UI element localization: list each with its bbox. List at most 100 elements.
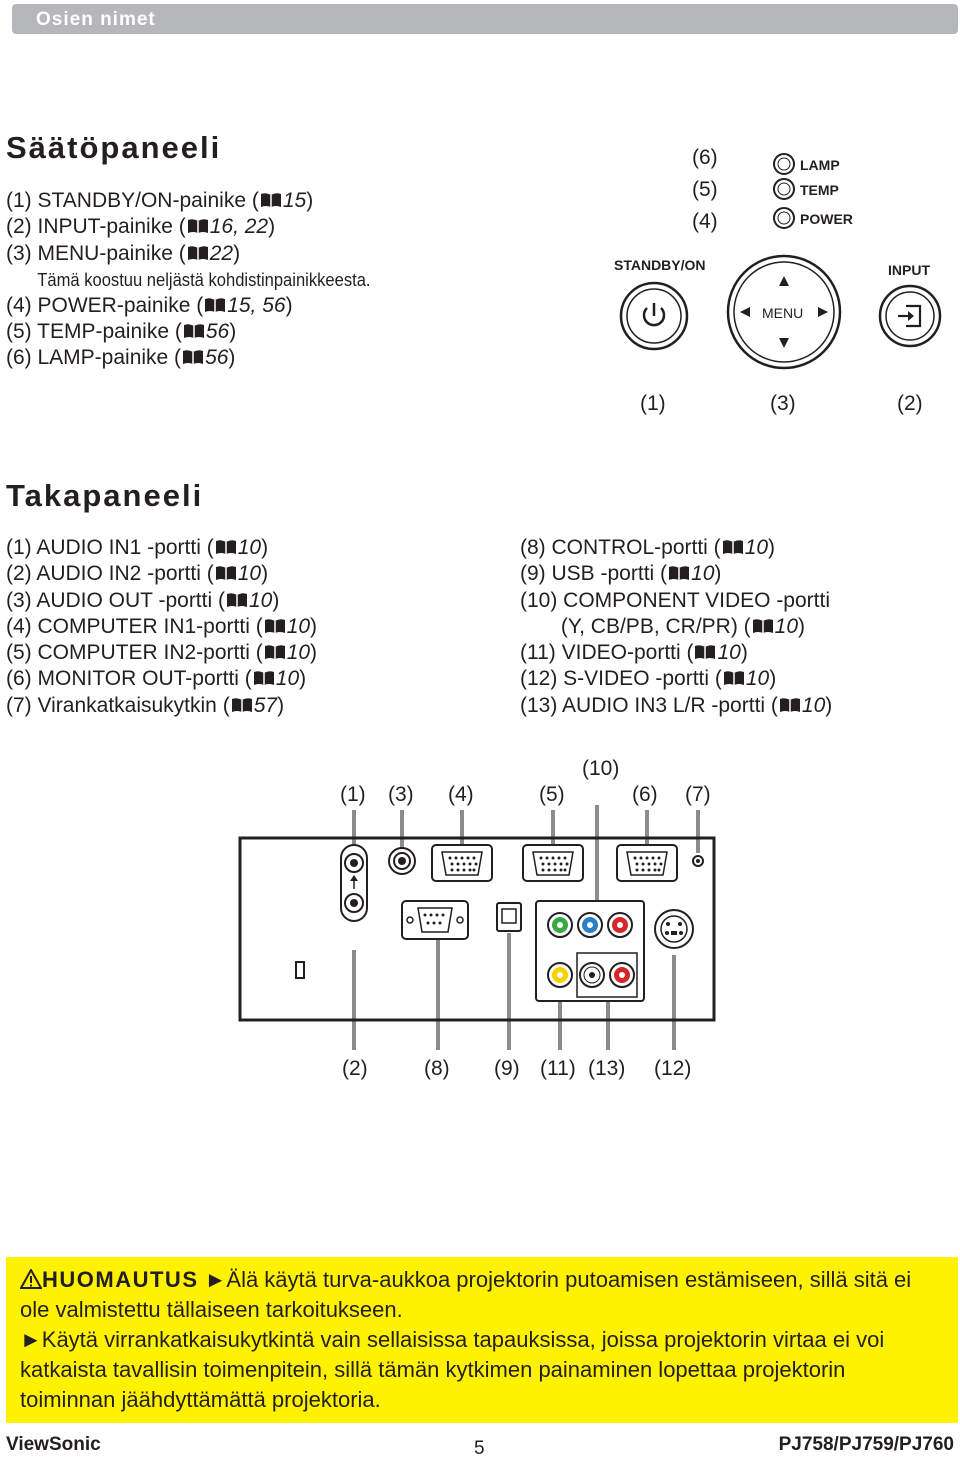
book-icon: [183, 350, 204, 365]
book-icon: [215, 566, 236, 581]
control-panel-list: (1) STANDBY/ON-painike (15) (2) INPUT-pa…: [6, 188, 402, 372]
rear-panel-title: Takapaneeli: [6, 478, 204, 513]
computer-in1-port: [431, 844, 493, 882]
rear-callout-4: (4): [448, 783, 474, 806]
list-item: (6) LAMP-painike (56): [6, 346, 236, 370]
temp-indicator: [773, 178, 795, 200]
lamp-indicator: [773, 153, 795, 175]
footer-brand: ViewSonic: [6, 1434, 101, 1455]
rear-callout-7: (7): [685, 783, 711, 806]
book-icon: [187, 219, 208, 234]
rear-panel-diagram: [238, 805, 716, 1050]
book-icon: [723, 671, 744, 686]
menu-button[interactable]: [726, 254, 842, 370]
list-item: (2) AUDIO IN2 -portti (10): [6, 562, 269, 586]
rear-panel-right-list: (8) CONTROL-portti (10) (9) USB -portti …: [520, 535, 832, 719]
rear-callout-6: (6): [632, 783, 658, 806]
rear-callout-10: (10): [582, 757, 620, 780]
list-item: (9) USB -portti (10): [520, 562, 722, 586]
book-icon: [215, 540, 236, 554]
arrow-down-icon: [779, 338, 789, 348]
rear-callout-2: (2): [342, 1057, 368, 1080]
rear-callout-3: (3): [388, 783, 414, 806]
book-icon: [695, 645, 716, 660]
book-icon: [187, 245, 208, 260]
callout-4: (4): [692, 210, 718, 233]
rear-callout-5: (5): [539, 783, 565, 806]
computer-in2-port: [522, 844, 584, 882]
list-item: (5) COMPUTER IN2-portti (10): [6, 641, 318, 665]
input-icon: [906, 304, 922, 328]
standby-label: STANDBY/ON: [614, 257, 706, 273]
book-icon: [722, 540, 743, 554]
standby-button[interactable]: [619, 281, 689, 351]
projector-body: [238, 836, 716, 1022]
section-header: Osien nimet: [12, 4, 958, 34]
list-item: (11) VIDEO-portti (10): [520, 641, 748, 665]
video-port: [547, 962, 573, 988]
callout-2: (2): [897, 392, 923, 415]
note-heading: HUOMAUTUS: [42, 1267, 199, 1292]
list-item: (Y, CB/PB, CR/PR) (10): [520, 614, 806, 638]
rear-callout-12: (12): [654, 1057, 692, 1080]
temp-label: TEMP: [800, 182, 839, 198]
list-item: (1) AUDIO IN1 -portti (10): [6, 536, 269, 559]
shutdown-switch: [692, 855, 704, 867]
footer-model: PJ758/PJ759/PJ760: [778, 1434, 954, 1455]
monitor-out-port: [616, 844, 678, 882]
callout-5: (5): [692, 178, 718, 201]
list-item: (1) STANDBY/ON-painike (15): [6, 189, 314, 212]
list-item: (12) S-VIDEO -portti (10): [520, 667, 777, 691]
usb-port: [496, 902, 522, 932]
book-icon: [253, 671, 274, 686]
book-icon: [752, 619, 773, 633]
input-button[interactable]: [878, 284, 942, 348]
rear-callout-9: (9): [494, 1057, 520, 1080]
menu-note: Tämä koostuu neljästä kohdistinpainikkee…: [37, 269, 371, 290]
control-port: [401, 900, 469, 940]
page-number: 5: [474, 1438, 485, 1458]
security-slot-icon: [295, 961, 305, 979]
power-indicator: [773, 207, 795, 229]
list-item: (13) AUDIO IN3 L/R -portti (10): [520, 693, 833, 717]
list-item: (3) AUDIO OUT -portti (10): [6, 588, 280, 612]
s-video-port: [654, 909, 694, 949]
list-item: (4) POWER-painike (15, 56): [6, 293, 293, 317]
book-icon: [264, 645, 285, 660]
arrow-left-icon: [740, 307, 750, 317]
list-item: (7) Virankatkaisukytkin (57): [6, 693, 285, 717]
book-icon: [779, 697, 800, 712]
rear-callout-11: (11): [540, 1057, 576, 1080]
power-label: POWER: [800, 211, 853, 227]
menu-label: MENU: [762, 305, 804, 321]
callout-1: (1): [640, 392, 666, 415]
note-line-2: ►Käytä virrankatkaisukytkintä vain sella…: [20, 1327, 885, 1412]
callout-3: (3): [770, 392, 796, 415]
book-icon: [260, 193, 281, 207]
list-item: (3) MENU-painike (22): [6, 241, 241, 265]
control-panel-title: Säätöpaneeli: [6, 130, 222, 165]
list-item: (10) COMPONENT VIDEO -portti: [520, 588, 830, 612]
list-item: (8) CONTROL-portti (10): [520, 536, 776, 559]
audio-in3-port: [576, 952, 638, 998]
caution-note: HUOMAUTUS ►Älä käytä turva-aukkoa projek…: [6, 1257, 958, 1423]
note-line-1: ►Älä käytä turva-aukkoa projektorin puto…: [20, 1267, 912, 1322]
book-icon: [183, 324, 204, 339]
control-panel-diagram: [619, 153, 942, 370]
rear-callout-1: (1): [340, 783, 366, 806]
warning-icon: [20, 1269, 42, 1289]
arrow-right-icon: [818, 307, 828, 317]
audio-out-port: [388, 847, 416, 875]
book-icon: [264, 619, 285, 633]
book-icon: [231, 697, 252, 712]
callout-6: (6): [692, 146, 718, 169]
list-item: (5) TEMP-painike (56): [6, 320, 237, 344]
book-icon: [226, 592, 247, 607]
list-item: (2) INPUT-painike (16, 22): [6, 215, 276, 239]
list-item: (4) COMPUTER IN1-portti (10): [6, 614, 318, 638]
rear-panel-left-list: (1) AUDIO IN1 -portti (10) (2) AUDIO IN2…: [6, 535, 317, 719]
rear-callout-13: (13): [588, 1057, 626, 1080]
audio-in2-port: [344, 893, 364, 913]
power-icon: [642, 307, 666, 327]
book-icon: [205, 298, 226, 312]
